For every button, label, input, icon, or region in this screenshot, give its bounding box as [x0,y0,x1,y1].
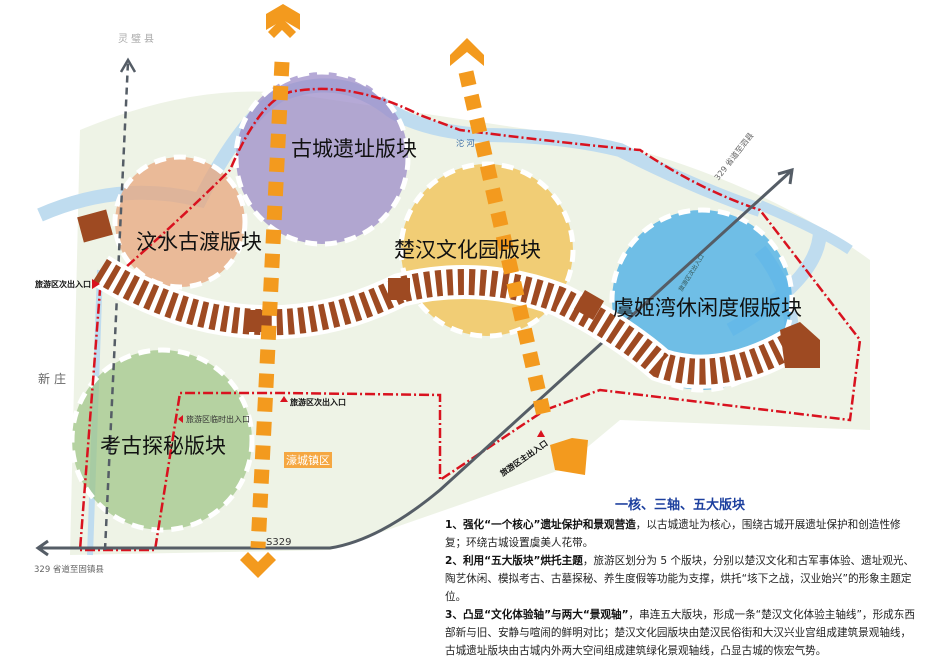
paragraph-axes-heading: 3、凸显“文化体验轴”与两大“景观轴” [445,609,629,621]
arrow-left-icon [35,539,49,557]
axis-arrow-up-icon [266,4,300,30]
wenshui-block-area [112,154,248,290]
road-to-lingbi [103,61,130,551]
label-wenshui-block: 汶水古渡版块 [136,230,262,254]
label-haocheng-town: 濠城镇区 [284,452,332,468]
axis-arrow-end-icon [550,438,588,475]
entrance-arrow-icon [280,396,288,402]
archaeology-block-area [69,347,255,533]
panel-title: 一核、三轴、五大版块 [614,498,745,513]
culture-axis-band [93,258,797,385]
axis-node [388,278,410,300]
label-archaeology-block: 考古探秘版块 [100,434,226,458]
paragraph-blocks-text: ，旅游区划分为 5 个版块，分别以楚汉文化和古军事体验、遗址观光、陶艺休闲、模拟… [445,555,915,603]
label-yuji-block: 虞姬湾休闲度假版块 [613,296,802,320]
description-panel: 一核、三轴、五大版块 1、强化“一个核心”遗址保护和景观营造，以古城遗址为核心，… [445,496,921,660]
entrance-west-secondary: 旅游区次出入口 [35,280,91,289]
axis-node [573,289,605,321]
entrance-arrow-icon [92,279,100,289]
s329-road [40,170,792,550]
axis-node-west [77,209,113,243]
label-chuhan-block: 楚汉文化园版块 [394,238,541,262]
paragraph-axes: 3、凸显“文化体验轴”与两大“景观轴”，串连五大版块，形成一条“楚汉文化体验主轴… [445,606,921,660]
label-ancient-city-block: 古城遗址版块 [291,137,417,161]
entrance-temporary: 旅游区临时出入口 [186,415,250,424]
axis-arrow-down-icon [240,552,276,578]
paragraph-blocks-heading: 2、利用“五大版块”烘托主题 [445,555,583,567]
axis-node-east [780,322,820,368]
paragraph-core-heading: 1、强化“一个核心”遗址保护和景观营造 [445,519,636,531]
entrance-south-secondary: 旅游区次出入口 [290,398,346,407]
entrance-arrow-icon [537,430,545,437]
label-lingbi: 灵璧县 [118,34,157,45]
label-tuohe-river: 沱 河 [456,139,475,148]
label-s329: S329 [266,537,292,548]
river-east [758,200,853,255]
paragraph-blocks: 2、利用“五大版块”烘托主题，旅游区划分为 5 个版块，分别以楚汉文化和古军事体… [445,552,921,606]
entrance-arrow-icon [178,415,183,423]
arrow-up-icon [119,57,137,73]
tourism-boundary [78,87,862,552]
label-road-west: 329 省道至固镇县 [34,565,104,575]
axis-arrow-up-icon [450,38,484,66]
paragraph-core: 1、强化“一个核心”遗址保护和景观营造，以古城遗址为核心，围绕古城开展遗址保护和… [445,516,921,552]
arrow-northeast-icon [777,167,794,185]
paragraph-core-text: ，以古城遗址为核心，围绕古城开展遗址保护和创造性修复；环绕古城设置虞美人花带。 [445,519,901,549]
axis-arrow-up-icon [268,18,296,38]
chuhan-landscape-axis [458,70,553,422]
ancient-city-landscape-axis [250,61,290,549]
label-xinzhuang: 新庄 [38,372,71,386]
